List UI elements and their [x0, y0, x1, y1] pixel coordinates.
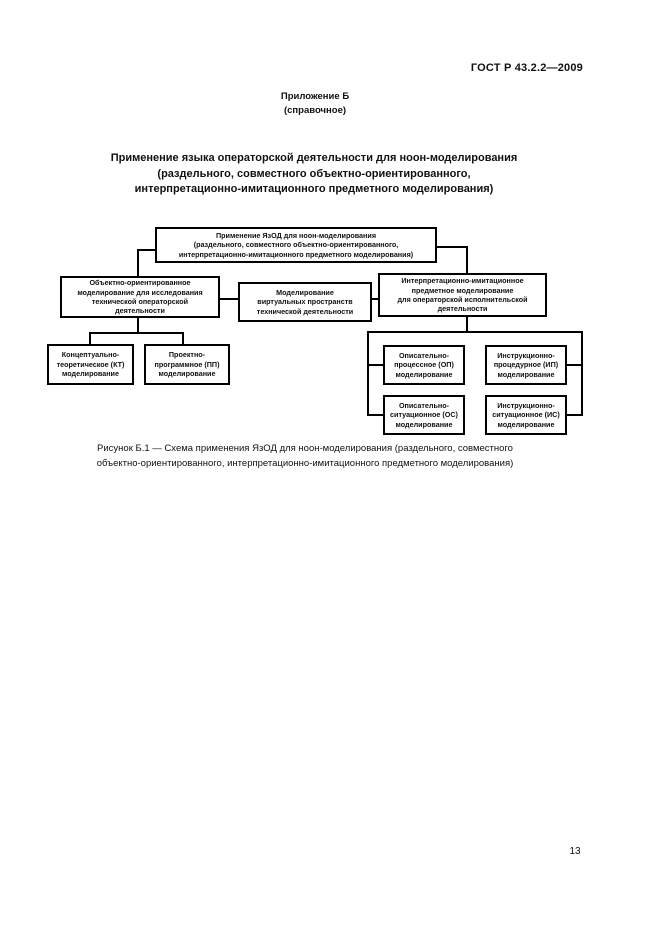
diagram-box-pp-modeling: Проектно- программное (ПП) моделирование — [144, 344, 230, 385]
section-title: Применение языка операторской деятельнос… — [110, 152, 518, 195]
appendix-label: Приложение Б — [280, 91, 350, 102]
figure-caption: Рисунок Б.1 — Схема применения ЯзОД для … — [96, 443, 514, 469]
figure-b1-diagram: Применение ЯзОД для ноон-моделирования (… — [0, 220, 661, 445]
appendix-type: (справочное) — [283, 105, 347, 116]
appendix-heading: Приложение Б (справочное) — [0, 90, 630, 118]
connector-lines — [89, 246, 583, 416]
page-number: 13 — [569, 846, 581, 857]
diagram-box-os-modeling: Описательно- ситуационное (ОС) моделиров… — [383, 395, 465, 435]
document-code-header: ГОСТ Р 43.2.2—2009 — [470, 62, 583, 74]
diagram-box-ip-modeling: Инструкционно- процедурное (ИП) моделиро… — [485, 345, 567, 385]
diagram-box-object-oriented-modeling: Объектно-ориентированное моделирование д… — [60, 276, 220, 318]
diagram-box-interpretive-imitational-modeling: Интерпретационно-имитационное предметное… — [378, 273, 547, 317]
diagram-box-root: Применение ЯзОД для ноон-моделирования (… — [155, 227, 437, 263]
diagram-box-op-modeling: Описательно- процессное (ОП) моделирован… — [383, 345, 465, 385]
diagram-box-virtual-spaces-modeling: Моделирование виртуальных пространств те… — [238, 282, 372, 322]
diagram-box-kt-modeling: Концептуально- теоретическое (КТ) модели… — [47, 344, 134, 385]
diagram-box-is-modeling: Инструкционно- ситуационное (ИС) моделир… — [485, 395, 567, 435]
